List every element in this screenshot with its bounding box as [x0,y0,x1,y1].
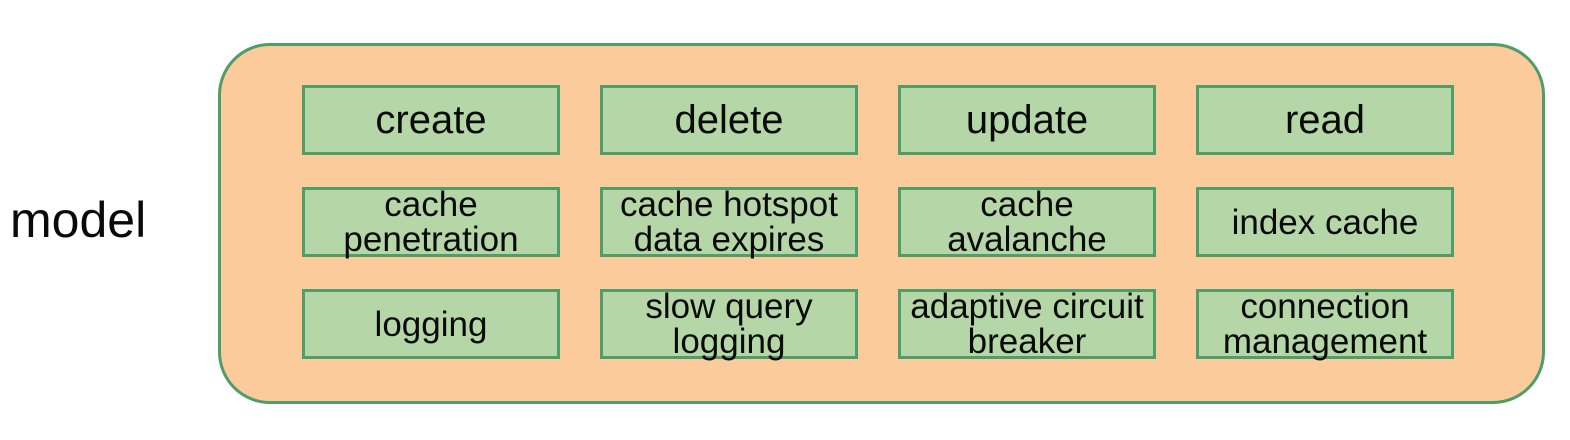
box-cache-hotspot-data-expires: cache hotspot data expires [600,187,858,257]
model-label: model [10,192,147,248]
box-read: read [1196,85,1454,155]
box-create: create [302,85,560,155]
box-update: update [898,85,1156,155]
model-grid: create delete update read cache penetrat… [302,85,1457,359]
box-index-cache: index cache [1196,187,1454,257]
box-cache-penetration: cache penetration [302,187,560,257]
box-logging: logging [302,289,560,359]
box-connection-management: connection management [1196,289,1454,359]
box-delete: delete [600,85,858,155]
box-cache-avalanche: cache avalanche [898,187,1156,257]
box-adaptive-circuit-breaker: adaptive circuit breaker [898,289,1156,359]
box-slow-query-logging: slow query logging [600,289,858,359]
model-container: create delete update read cache penetrat… [218,43,1545,404]
